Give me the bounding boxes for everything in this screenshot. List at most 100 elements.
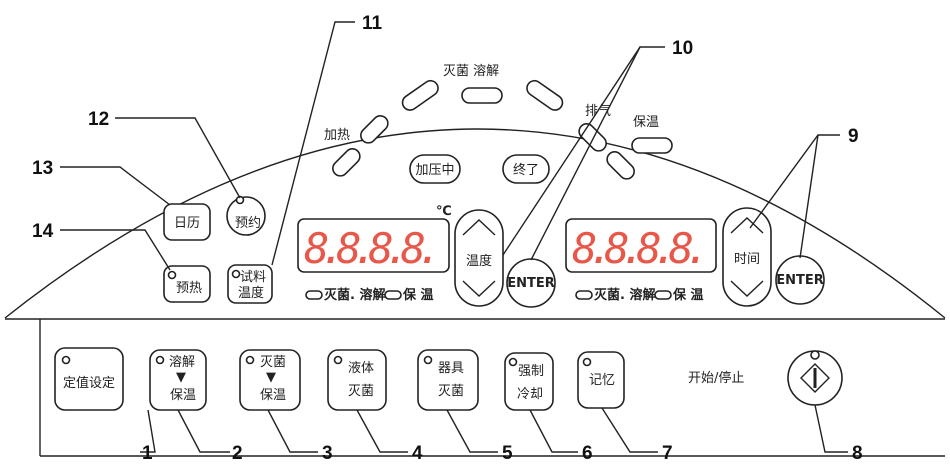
- pressurizing-label: 加压中: [415, 163, 454, 178]
- indicator-label: 保 温: [402, 287, 434, 303]
- time-label: 时间: [734, 252, 760, 267]
- start-stop-button[interactable]: [787, 350, 843, 406]
- led-icon: [61, 355, 71, 365]
- callout-4: 4: [412, 443, 423, 464]
- arrow-down-icon: ▼: [176, 370, 186, 385]
- button-label: 灭菌: [260, 355, 286, 370]
- lamp: [332, 148, 361, 177]
- button-label: 液体: [348, 361, 374, 376]
- pressurizing-lamp: [409, 154, 461, 184]
- forced-cooling-button[interactable]: 强制 冷却: [504, 352, 554, 411]
- label-keep-warm: 保温: [633, 115, 659, 130]
- progress-lamps: [332, 79, 673, 180]
- lamp: [575, 290, 593, 300]
- start-stop-label: 开始/停止: [688, 370, 744, 386]
- lamp: [384, 290, 402, 300]
- label-heating: 加热: [324, 128, 350, 143]
- dissolve-keepwarm-button[interactable]: 溶解 ▼ 保温: [149, 349, 207, 411]
- button-label: 保温: [170, 388, 196, 403]
- button-label: 灭菌: [438, 384, 464, 399]
- down-arrow-icon[interactable]: [730, 280, 764, 297]
- callout-1: 1: [142, 443, 153, 464]
- time-readout: 8.8.8.8.: [572, 224, 712, 273]
- finished-lamp: [502, 154, 550, 184]
- callout-9: 9: [848, 126, 859, 147]
- preheat-label: 预热: [176, 281, 202, 296]
- sterilize-keepwarm-button[interactable]: 灭菌 ▼ 保温: [239, 349, 301, 411]
- liquid-sterilize-button[interactable]: 液体 灭菌: [327, 349, 387, 411]
- lamp: [305, 290, 323, 300]
- indicator-label: 灭菌. 溶解: [593, 287, 655, 303]
- time-display: [565, 218, 717, 273]
- panel-arc: [4, 128, 946, 319]
- led-icon: [508, 357, 518, 367]
- sample-temp-label: 试料: [240, 270, 266, 285]
- button-label: 灭菌: [348, 384, 374, 399]
- callout-lines: [60, 21, 848, 453]
- up-arrow-icon[interactable]: [462, 219, 496, 236]
- led-icon: [231, 269, 241, 279]
- temperature-updown-button[interactable]: 温度: [454, 209, 504, 307]
- led-icon: [245, 355, 255, 365]
- sample-temp-button[interactable]: 试料 温度: [227, 264, 273, 304]
- led-icon: [167, 270, 177, 280]
- led-icon: [235, 195, 245, 205]
- calendar-button[interactable]: 日历: [163, 203, 211, 241]
- lamp: [401, 79, 439, 111]
- finished-label: 终了: [513, 162, 539, 178]
- celsius-unit: ℃: [436, 204, 452, 219]
- callout-10: 10: [672, 38, 693, 59]
- lamp: [526, 79, 564, 111]
- diamond-icon: [800, 363, 830, 393]
- callout-6: 6: [582, 443, 593, 464]
- preheat-button[interactable]: 预热: [163, 265, 211, 303]
- indicator-label: 灭菌. 溶解: [323, 287, 385, 303]
- callout-5: 5: [502, 443, 513, 464]
- led-icon: [810, 350, 820, 360]
- button-label: 保温: [260, 388, 286, 403]
- label-sterilize-dissolve: 灭菌 溶解: [443, 64, 499, 79]
- reservation-label: 预约: [235, 216, 261, 231]
- temperature-label: 温度: [466, 253, 492, 269]
- setpoint-button[interactable]: 定值设定: [54, 347, 124, 411]
- callout-8: 8: [852, 443, 863, 464]
- led-icon: [155, 355, 165, 365]
- sample-temp-label: 温度: [238, 285, 264, 301]
- button-label: 溶解: [169, 355, 195, 370]
- down-arrow-icon[interactable]: [462, 280, 496, 297]
- temperature-readout: 8.8.8.8.: [304, 224, 444, 273]
- memory-button[interactable]: 记忆: [577, 351, 625, 409]
- arrow-down-icon: ▼: [266, 370, 276, 385]
- button-label: 定值设定: [63, 375, 115, 391]
- lamp: [461, 87, 503, 104]
- button-label: 记忆: [589, 372, 615, 388]
- led-icon: [333, 355, 343, 365]
- lamp: [360, 115, 389, 144]
- callout-7: 7: [662, 443, 673, 464]
- callout-12: 12: [88, 109, 109, 130]
- temperature-display: [297, 218, 450, 273]
- lamp: [631, 137, 673, 154]
- led-icon: [582, 357, 592, 367]
- callout-11: 11: [362, 13, 383, 34]
- instrument-sterilize-button[interactable]: 器具 灭菌: [417, 349, 479, 411]
- led-icon: [423, 355, 433, 365]
- callout-14: 14: [32, 221, 54, 242]
- button-label: 器具: [438, 361, 464, 376]
- time-enter-button[interactable]: ENTER: [775, 255, 825, 305]
- up-arrow-icon[interactable]: [730, 217, 764, 234]
- callout-13: 13: [32, 158, 53, 179]
- callout-2: 2: [232, 443, 243, 464]
- calendar-label: 日历: [174, 216, 200, 231]
- lamp: [606, 151, 635, 180]
- lamp: [654, 290, 672, 300]
- enter-label: ENTER: [507, 276, 555, 291]
- reservation-button[interactable]: 预约: [226, 195, 266, 236]
- button-label: 强制: [518, 364, 544, 379]
- lamp: [578, 123, 607, 152]
- temperature-enter-button[interactable]: ENTER: [506, 258, 556, 308]
- button-label: 冷却: [517, 387, 543, 402]
- time-updown-button[interactable]: 时间: [722, 207, 772, 307]
- callout-3: 3: [322, 443, 333, 464]
